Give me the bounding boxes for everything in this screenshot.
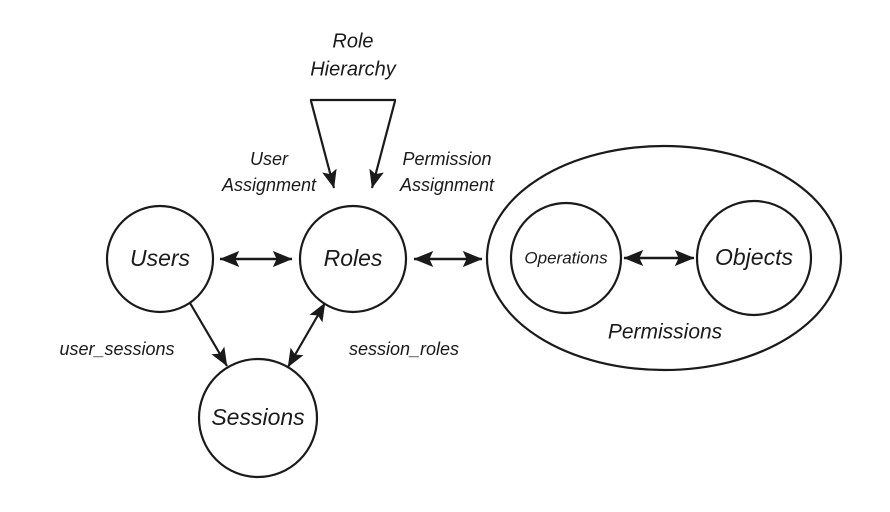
permission-assignment-arrow [369,100,397,189]
user-sessions-label: user_sessions [59,339,174,359]
sessions-circle [197,357,319,479]
user-assignment-label-line2: Assignment [221,175,317,195]
permission-assignment-label-line2: Assignment [399,175,495,195]
user-assignment-arrow [309,100,337,189]
operations-circle [509,201,623,315]
permission-assignment-label-line1: Permission [402,149,491,169]
session-roles-label: session_roles [349,339,459,359]
operations-label: Operations [524,248,608,267]
user-sessions-connector [189,302,228,367]
sessions-label: Sessions [211,404,305,430]
roles-circle [298,204,408,314]
users-label: Users [130,245,191,271]
user-assignment-label-line1: User [250,149,289,169]
users-circle [105,204,215,314]
roles-label: Roles [324,245,383,271]
session-roles-connector [287,302,326,368]
permissions-label: Permissions [608,321,723,344]
role-hierarchy-title-line1: Role [332,30,373,52]
objects-label: Objects [715,244,793,270]
objects-circle [695,199,813,317]
role-hierarchy-title-line2: Hierarchy [310,58,397,80]
